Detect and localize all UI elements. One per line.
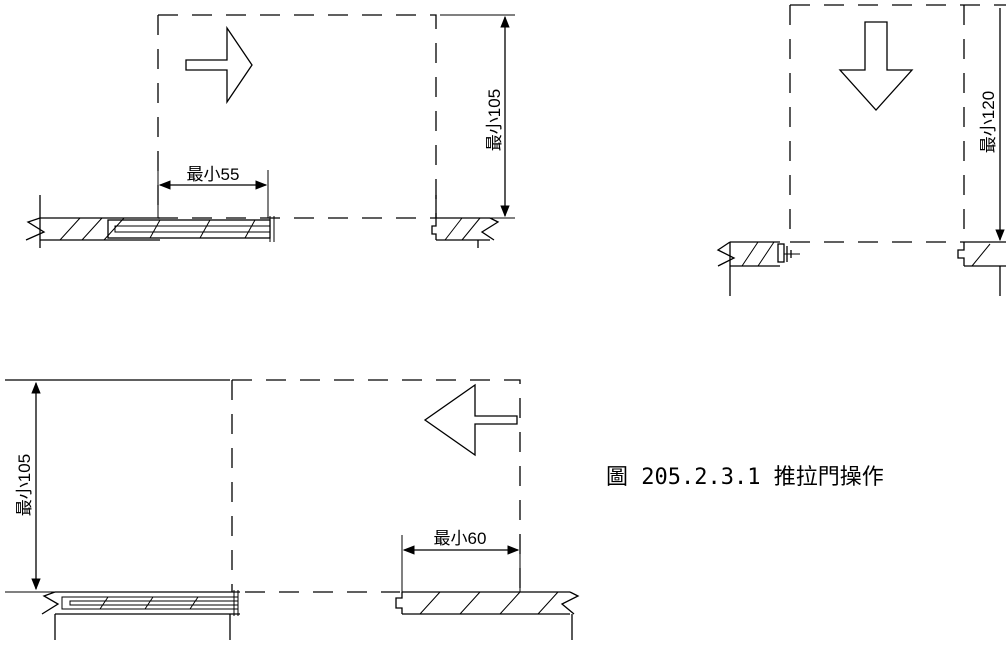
width-label: 最小55 [187,165,240,184]
figure-caption: 圖 205.2.3.1 推拉門操作 [606,465,884,490]
depth-label: 最小105 [15,454,34,516]
left-wall [716,241,800,296]
diagram-top-right: 最小120 [716,4,1006,296]
right-wall [431,195,500,248]
sliding-door-panel [41,590,240,640]
clearance-boundary [158,14,437,218]
depth-label: 最小120 [979,91,998,153]
right-wall [957,241,1006,296]
left-wall [25,195,160,248]
depth-label: 最小105 [485,89,504,151]
arrow-right-icon [185,25,253,105]
diagram-top-left: 最小105 最小55 [25,14,515,248]
width-label: 最小60 [434,529,487,548]
clearance-boundary [232,379,521,592]
right-wall [395,591,580,640]
arrow-left-icon [423,383,518,457]
sliding-door-panel [107,216,275,242]
diagram-bottom-left: 最小105 最小60 [5,379,580,640]
arrow-down-icon [838,21,914,111]
